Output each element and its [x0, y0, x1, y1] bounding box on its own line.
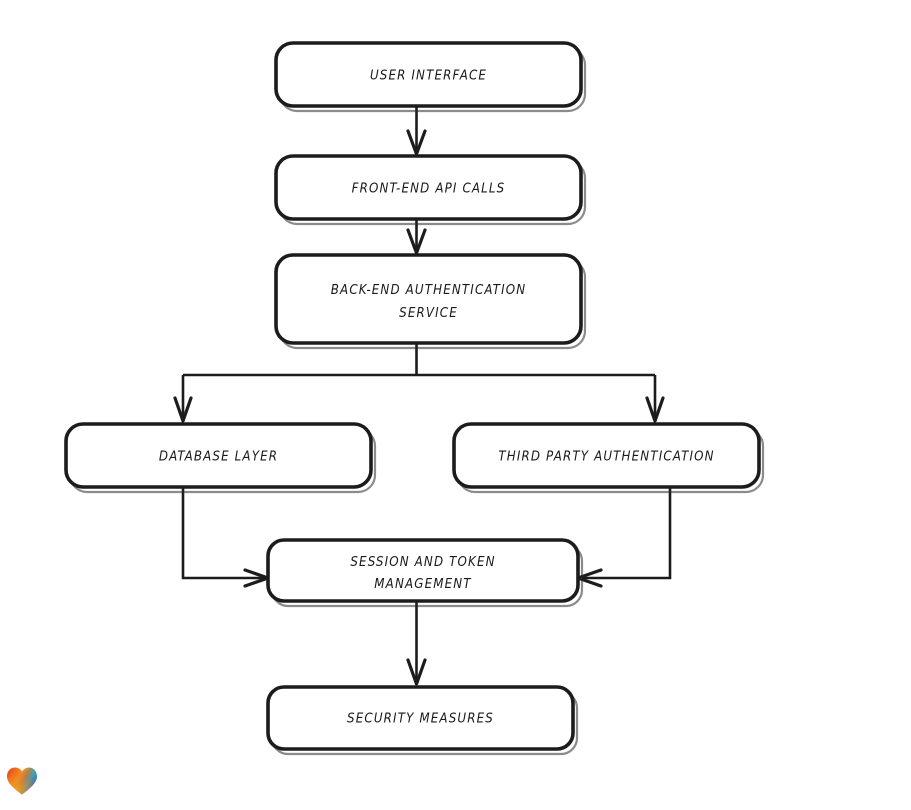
- edge-session-to-security: [406, 601, 427, 686]
- heart-icon-svg: [7, 767, 37, 795]
- node-label-database-layer: DATABASE LAYER: [159, 450, 278, 465]
- node-front-end-api-calls[interactable]: FRONT-END API CALLS: [274, 154, 587, 226]
- edge-user-interface-to-front-end: [406, 106, 427, 156]
- node-layer: USER INTERFACE FRONT-END API CALLS BACK-…: [64, 41, 765, 756]
- node-label-user-interface: USER INTERFACE: [370, 69, 487, 84]
- node-label-security-measures: SECURITY MEASURES: [347, 712, 494, 727]
- node-label-third-party-authentication: THIRD PARTY AUTHENTICATION: [498, 450, 714, 465]
- node-label-session-and-token-line2: MANAGEMENT: [374, 577, 472, 592]
- node-label-front-end-api-calls: FRONT-END API CALLS: [352, 182, 506, 197]
- node-label-session-and-token-line1: SESSION AND TOKEN: [350, 555, 495, 570]
- node-user-interface[interactable]: USER INTERFACE: [274, 41, 587, 113]
- node-session-and-token-management[interactable]: SESSION AND TOKEN MANAGEMENT: [266, 538, 584, 608]
- node-third-party-authentication[interactable]: THIRD PARTY AUTHENTICATION: [452, 422, 765, 494]
- edge-database-to-session: [181, 487, 270, 588]
- node-label-back-end-authentication-line2: SERVICE: [399, 306, 458, 321]
- node-database-layer[interactable]: DATABASE LAYER: [64, 422, 377, 494]
- node-label-back-end-authentication-line1: BACK-END AUTHENTICATION: [331, 283, 526, 298]
- gradient-heart-icon[interactable]: [6, 766, 38, 796]
- node-back-end-authentication-service[interactable]: BACK-END AUTHENTICATION SERVICE: [274, 253, 587, 350]
- edge-back-end-split-branch: [173, 343, 665, 423]
- node-security-measures[interactable]: SECURITY MEASURES: [266, 685, 579, 756]
- edge-third-party-to-session: [576, 487, 672, 588]
